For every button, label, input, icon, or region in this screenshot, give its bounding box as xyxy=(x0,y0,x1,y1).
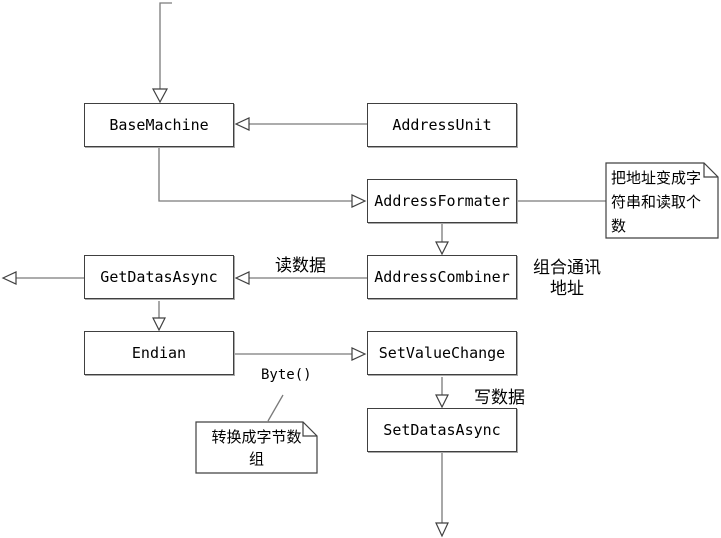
class-box-endian: Endian xyxy=(84,331,234,375)
note-fold-bytes xyxy=(302,422,317,437)
class-box-addresscombiner: AddressCombiner xyxy=(367,255,517,299)
arrowhead-right-addressformater xyxy=(351,194,367,208)
note-convert-bytes: 转换成字节数 组 xyxy=(211,428,302,468)
note-format-address: 把地址变成字 符串和读取个 数 xyxy=(611,169,702,235)
arrowhead-down-endian xyxy=(152,317,166,332)
edge-label-read-data: 读数据 xyxy=(275,256,326,276)
arrowhead-left-edge xyxy=(1,271,17,285)
edge-label-combine-address: 组合通讯 地址 xyxy=(533,258,601,299)
class-box-basemachine: BaseMachine xyxy=(84,103,234,147)
class-label: SetDatasAsync xyxy=(383,421,501,439)
edge-top-to-basemachine xyxy=(159,2,172,90)
note-shape-format xyxy=(605,162,719,239)
class-box-addressformater: AddressFormater xyxy=(367,179,517,223)
class-box-getdatasasync: GetDatasAsync xyxy=(84,255,234,299)
edge-basemachine-to-addressformater xyxy=(158,147,352,202)
class-label: SetValueChange xyxy=(378,344,506,362)
note-connector-byte xyxy=(267,394,284,422)
class-box-addressunit: AddressUnit xyxy=(367,103,517,147)
arrowhead-down-setdatasasync xyxy=(435,394,449,409)
arrowhead-left-basemachine xyxy=(234,117,250,131)
class-label: GetDatasAsync xyxy=(100,268,218,286)
note-shape-bytes xyxy=(195,421,318,474)
edge-label-write-data: 写数据 xyxy=(474,388,525,408)
class-box-setdatasasync: SetDatasAsync xyxy=(367,408,517,452)
arrowhead-right-setvaluechange xyxy=(351,347,367,361)
class-label: AddressUnit xyxy=(392,116,492,134)
arrowhead-down-addresscombiner xyxy=(435,241,449,256)
arrowhead-left-getdatasasync xyxy=(234,271,250,285)
arrowhead-down-basemachine xyxy=(151,88,169,104)
edge-label-byte-call: Byte() xyxy=(261,367,312,383)
note-fold-format xyxy=(703,163,718,178)
class-box-setvaluechange: SetValueChange xyxy=(367,331,517,375)
class-label: BaseMachine xyxy=(109,116,209,134)
class-label: AddressFormater xyxy=(374,192,510,210)
class-label: AddressCombiner xyxy=(374,268,510,286)
arrowhead-down-bottom xyxy=(435,522,449,538)
class-label: Endian xyxy=(131,344,187,362)
